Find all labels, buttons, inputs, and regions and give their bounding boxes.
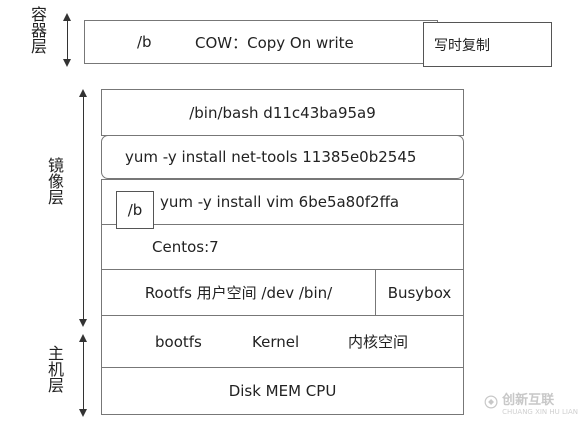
rootfs-box: Rootfs 用户空间 /dev /bin/	[101, 269, 376, 316]
image-layer-net-tools: yum -y install net-tools 11385e0b2545	[101, 135, 464, 179]
bootfs-label: bootfs	[155, 332, 202, 351]
container-slash-b: /b	[137, 33, 152, 51]
kernel-row: bootfs Kernel 内核空间	[101, 315, 464, 368]
kernel-space-label: 内核空间	[348, 333, 409, 351]
image-layer-label: 镜像层	[45, 157, 64, 205]
cow-label: COW：Copy On write	[195, 33, 354, 52]
host-layer-label: 主机层	[45, 345, 64, 393]
busybox-box: Busybox	[375, 269, 464, 316]
image-layer-bash: /bin/bash d11c43ba95a9	[101, 89, 464, 136]
kernel-label: Kernel	[252, 332, 300, 351]
watermark-text: 创新互联	[502, 392, 555, 408]
copy-on-write-note: 写时复制	[423, 22, 552, 67]
vim-slash-b-tag: /b	[116, 191, 154, 229]
container-layer-box: /b COW：Copy On write	[84, 20, 438, 64]
watermark-subtext: CHUANG XIN HU LIAN	[502, 407, 578, 416]
image-layer-vim: yum -y install vim 6be5a80f2ffa	[101, 179, 464, 225]
watermark-logo: 创新互联 CHUANG XIN HU LIAN	[484, 385, 578, 419]
image-layer-centos: Centos:7	[101, 224, 464, 270]
container-layer-label: 容器层	[28, 6, 47, 54]
hardware-row: Disk MEM CPU	[101, 367, 464, 415]
logo-icon	[484, 395, 498, 409]
